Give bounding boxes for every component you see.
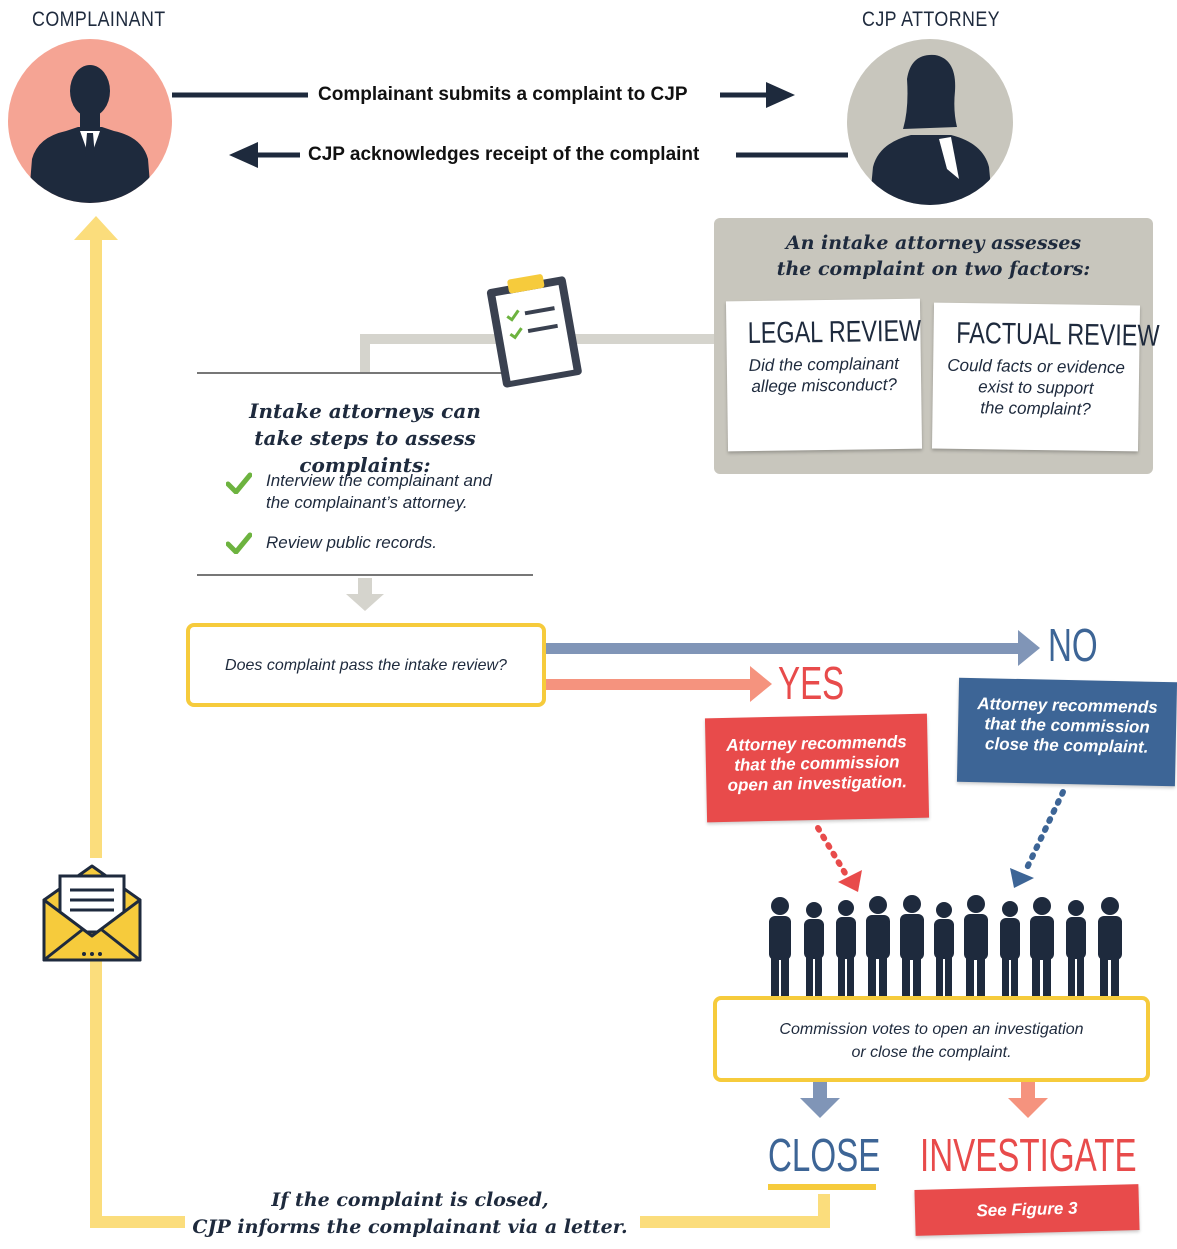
outcome-close: CLOSE — [768, 1129, 881, 1181]
intake-panel-title: An intake attorney assesses the complain… — [776, 232, 1091, 280]
legal-review-title: LEGAL REVIEW — [747, 314, 922, 351]
intake-question-box: Does complaint pass the intake review? — [186, 623, 546, 707]
cjp-attorney-avatar — [847, 39, 1013, 205]
complainant-avatar — [8, 39, 172, 203]
factual-review-card: FACTUAL REVIEW Could facts or evidence e… — [931, 302, 1160, 452]
complainant-label: COMPLAINANT — [32, 8, 166, 31]
recommend-investigation-card: Attorney recommends that the commission … — [704, 713, 930, 823]
step-public-records: Review public records. — [266, 533, 438, 552]
letter-note: If the complaint is closed, CJP informs … — [192, 1189, 628, 1238]
outcome-investigate: INVESTIGATE — [920, 1129, 1137, 1181]
clipboard-icon — [486, 274, 582, 388]
return-arrowhead — [74, 216, 118, 240]
outcome-no: NO — [1048, 619, 1098, 671]
see-figure-3-text: See Figure 3 — [976, 1198, 1078, 1221]
acknowledge-arrow-text: CJP acknowledges receipt of the complain… — [308, 144, 700, 165]
intake-question: Does complaint pass the intake review? — [225, 657, 507, 674]
cjp-attorney-label: CJP ATTORNEY — [862, 8, 1001, 31]
commission-vote-text: Commission votes to open an investigatio… — [779, 1021, 1084, 1061]
submit-arrow-text: Complainant submits a complaint to CJP — [318, 84, 688, 105]
factual-review-title: FACTUAL REVIEW — [956, 316, 1160, 353]
commission-members-icon — [769, 895, 1122, 998]
recommend-close-card: Attorney recommends that the commission … — [956, 677, 1177, 787]
return-path — [90, 238, 830, 1228]
commission-vote-box: Commission votes to open an investigatio… — [713, 996, 1150, 1082]
legal-review-body: Did the complainant allege misconduct? — [748, 353, 900, 397]
envelope-letter-icon — [42, 864, 142, 962]
outcome-yes: YES — [778, 657, 845, 709]
factual-review-body: Could facts or evidence exist to support… — [947, 355, 1126, 419]
step-interview: Interview the complainant and the compla… — [266, 471, 492, 512]
see-figure-3-link[interactable]: See Figure 3 — [914, 1184, 1140, 1236]
close-underline — [768, 1184, 876, 1190]
check-icon — [226, 472, 252, 494]
steps-heading: Intake attorneys can take steps to asses… — [249, 399, 481, 477]
legal-review-card: LEGAL REVIEW Did the complainant allege … — [725, 298, 923, 452]
check-icon — [226, 532, 252, 554]
